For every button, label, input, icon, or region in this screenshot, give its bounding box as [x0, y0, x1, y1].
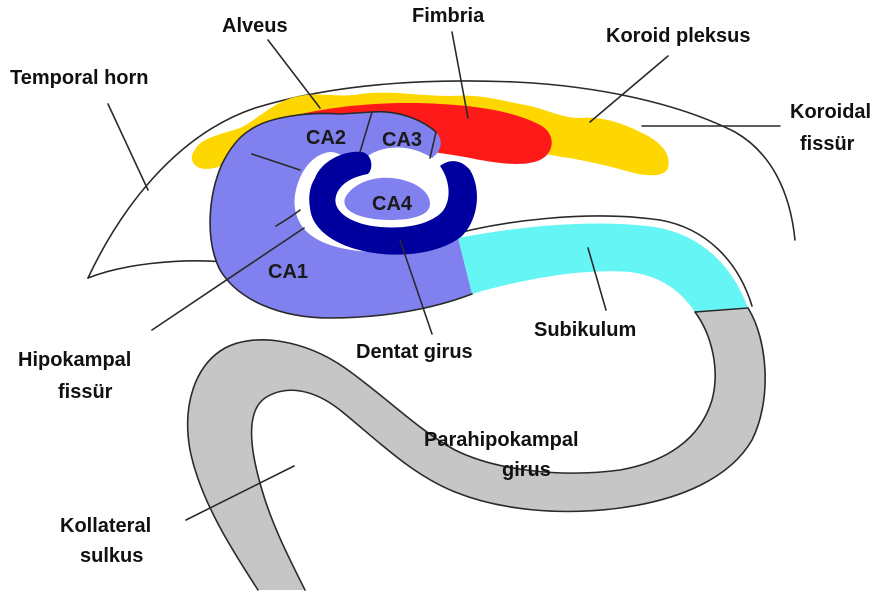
label-fimbria: Fimbria	[412, 5, 485, 27]
label-hipokampal-fissur-line2: fissür	[58, 381, 113, 403]
label-dentat-girus: Dentat girus	[356, 341, 473, 363]
label-koroidal-fissur-line1: Koroidal	[790, 101, 871, 123]
label-subikulum: Subikulum	[534, 319, 636, 341]
ventricle-floor-outline	[88, 261, 225, 278]
label-temporal-horn: Temporal horn	[10, 67, 149, 89]
label-koroidal-fissur-line2: fissür	[800, 133, 855, 155]
label-ca4: CA4	[372, 193, 413, 215]
label-parahipokampal-girus-line1: Parahipokampal	[424, 429, 579, 451]
leader-temporal-horn	[108, 104, 148, 190]
label-alveus: Alveus	[222, 15, 288, 37]
leader-koroid-pleksus	[590, 56, 668, 122]
label-ca2: CA2	[306, 127, 346, 149]
label-kollateral-sulkus-line2: sulkus	[80, 545, 143, 567]
label-kollateral-sulkus-line1: Kollateral	[60, 515, 151, 537]
label-ca1: CA1	[268, 261, 308, 283]
label-parahipokampal-girus-line2: girus	[502, 459, 551, 481]
label-hipokampal-fissur-line1: Hipokampal	[18, 349, 131, 371]
label-ca3: CA3	[382, 129, 422, 151]
label-koroid-pleksus: Koroid pleksus	[606, 25, 750, 47]
